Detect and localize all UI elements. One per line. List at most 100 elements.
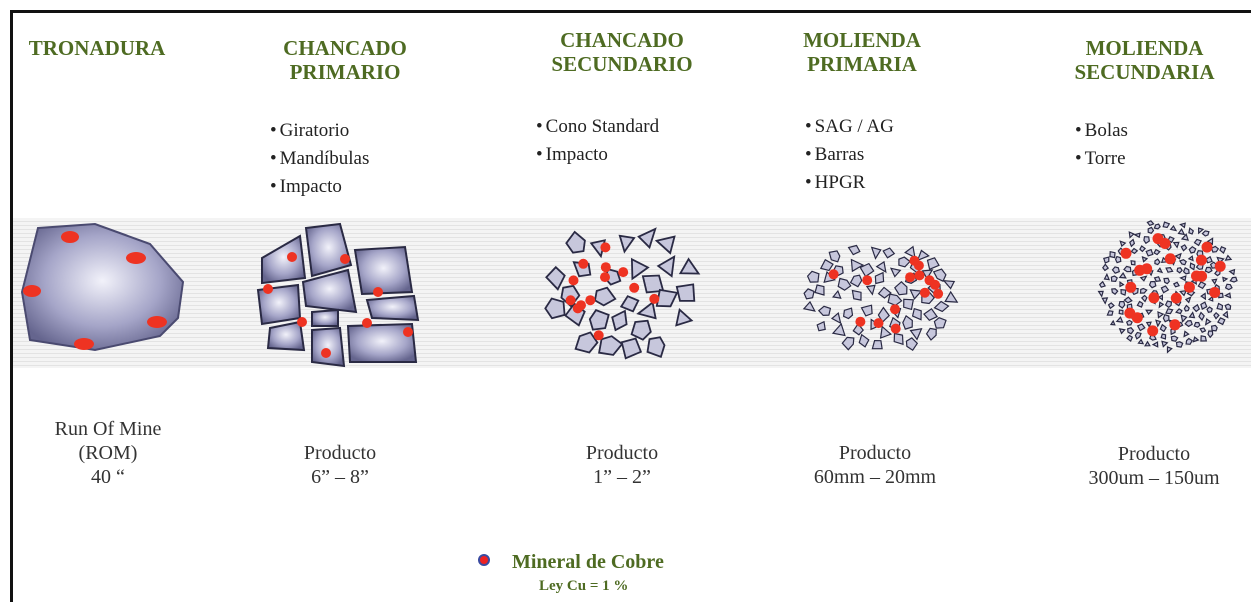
rock-fragment <box>619 295 640 313</box>
rock-fragment <box>1106 310 1114 316</box>
copper-particle <box>933 288 944 299</box>
rock-fragment <box>841 336 855 351</box>
copper-particle <box>565 295 576 306</box>
rock-fragment <box>1189 262 1196 271</box>
rock-fragment <box>1136 323 1146 332</box>
rock-fragment <box>1114 255 1122 264</box>
rock-fragment <box>1119 240 1127 248</box>
rock-fragment <box>879 325 892 339</box>
rock-fragment <box>1204 317 1212 326</box>
rock-fragment <box>1213 311 1220 320</box>
rock-fragment <box>942 279 956 290</box>
copper-particle <box>600 262 611 273</box>
rock-fragment <box>1158 301 1165 309</box>
rock-fragment <box>1182 267 1190 275</box>
rock-fragment <box>544 297 566 320</box>
copper-particle <box>919 287 930 298</box>
copper-legend-icon <box>478 554 490 566</box>
secondary-milled-fragments <box>1097 220 1238 354</box>
copper-particle <box>855 316 866 327</box>
rock-fragment <box>1143 236 1150 245</box>
rock-fragment <box>870 246 882 260</box>
rock-fragment <box>1229 276 1238 283</box>
rock-fragment <box>1153 248 1161 256</box>
copper-particle <box>23 285 41 297</box>
rock-fragment <box>1118 301 1126 309</box>
rock-fragment <box>1183 304 1190 312</box>
rock-fragment <box>1103 272 1111 281</box>
rock-fragment <box>831 289 842 299</box>
rock-fragment <box>1211 278 1218 285</box>
rock-fragment <box>637 227 657 250</box>
rock-fragment <box>1153 223 1161 230</box>
copper-particle <box>649 293 660 304</box>
rock-fragment <box>1185 337 1194 345</box>
copper-particle <box>362 318 372 328</box>
rock-fragment <box>630 319 652 341</box>
rock-fragment <box>830 311 842 325</box>
copper-particle <box>1147 325 1159 337</box>
copper-particle <box>74 338 94 350</box>
rock-fragment <box>1172 241 1180 249</box>
rock-fragment <box>814 284 825 296</box>
rock-fragment <box>678 257 701 275</box>
copper-particle <box>909 255 920 266</box>
rock-fragment <box>588 309 610 331</box>
rock-fragment <box>1179 275 1187 282</box>
copper-particle <box>1170 292 1182 304</box>
rock-fragment <box>1109 319 1116 326</box>
rock-fragment <box>1154 258 1161 266</box>
rock-fragment <box>1177 227 1186 236</box>
rock-fragment <box>611 309 628 332</box>
rock-fragment <box>902 314 913 330</box>
rock-fragment <box>1109 250 1116 259</box>
copper-particle <box>828 269 839 280</box>
rock-fragment <box>851 289 862 301</box>
copper-particle <box>297 317 307 327</box>
rock-fragment <box>871 339 883 350</box>
rock-fragment <box>1162 313 1170 323</box>
rock-fragment <box>1180 314 1188 323</box>
rock-fragment <box>1184 319 1193 328</box>
rock-fragment <box>858 333 870 348</box>
copper-particle <box>593 330 604 341</box>
rock-fragment <box>1160 285 1170 294</box>
rock-fragment <box>1192 303 1201 313</box>
secondary-crushed-fragments <box>544 227 701 360</box>
copper-particle <box>890 304 900 315</box>
copper-particle <box>1191 270 1202 282</box>
rock-fragment <box>1187 255 1194 262</box>
method-item: Giratorio <box>270 117 369 145</box>
product-tronadura: Run Of Mine(ROM)40 “ <box>54 418 162 488</box>
rock-fragment <box>894 280 908 296</box>
rock-fragment <box>1111 288 1119 295</box>
rock-fragment <box>831 322 846 337</box>
rock-fragment <box>1176 267 1183 274</box>
rock-fragment <box>926 257 940 271</box>
rock-fragment <box>675 283 696 302</box>
rock-fragment <box>1111 266 1121 274</box>
rock-fragment <box>887 293 903 306</box>
rock-fragment <box>1139 287 1148 294</box>
rock-fragment <box>921 269 934 280</box>
rock-fragment <box>837 277 852 291</box>
rock-fragment <box>1175 341 1184 348</box>
copper-particle <box>1164 253 1176 265</box>
rock-fragment <box>1130 260 1136 266</box>
rock-fragment <box>656 255 676 278</box>
method-item: Torre <box>1075 145 1128 173</box>
rock-fragment <box>1160 333 1167 340</box>
rock-fragment <box>636 300 657 320</box>
rock-fragment <box>1222 276 1229 283</box>
legend-grade: Ley Cu = 1 % <box>539 578 629 594</box>
copper-particle <box>568 275 579 286</box>
rock-fragment <box>1200 335 1208 342</box>
methods-chancado-secundario: Cono Standard Impacto <box>536 113 659 169</box>
rock-fragment <box>1169 224 1178 232</box>
rock-fragment <box>1139 245 1146 253</box>
rock-fragment <box>1148 280 1157 289</box>
rock-fragment <box>545 265 566 291</box>
rock-fragment <box>933 317 947 329</box>
